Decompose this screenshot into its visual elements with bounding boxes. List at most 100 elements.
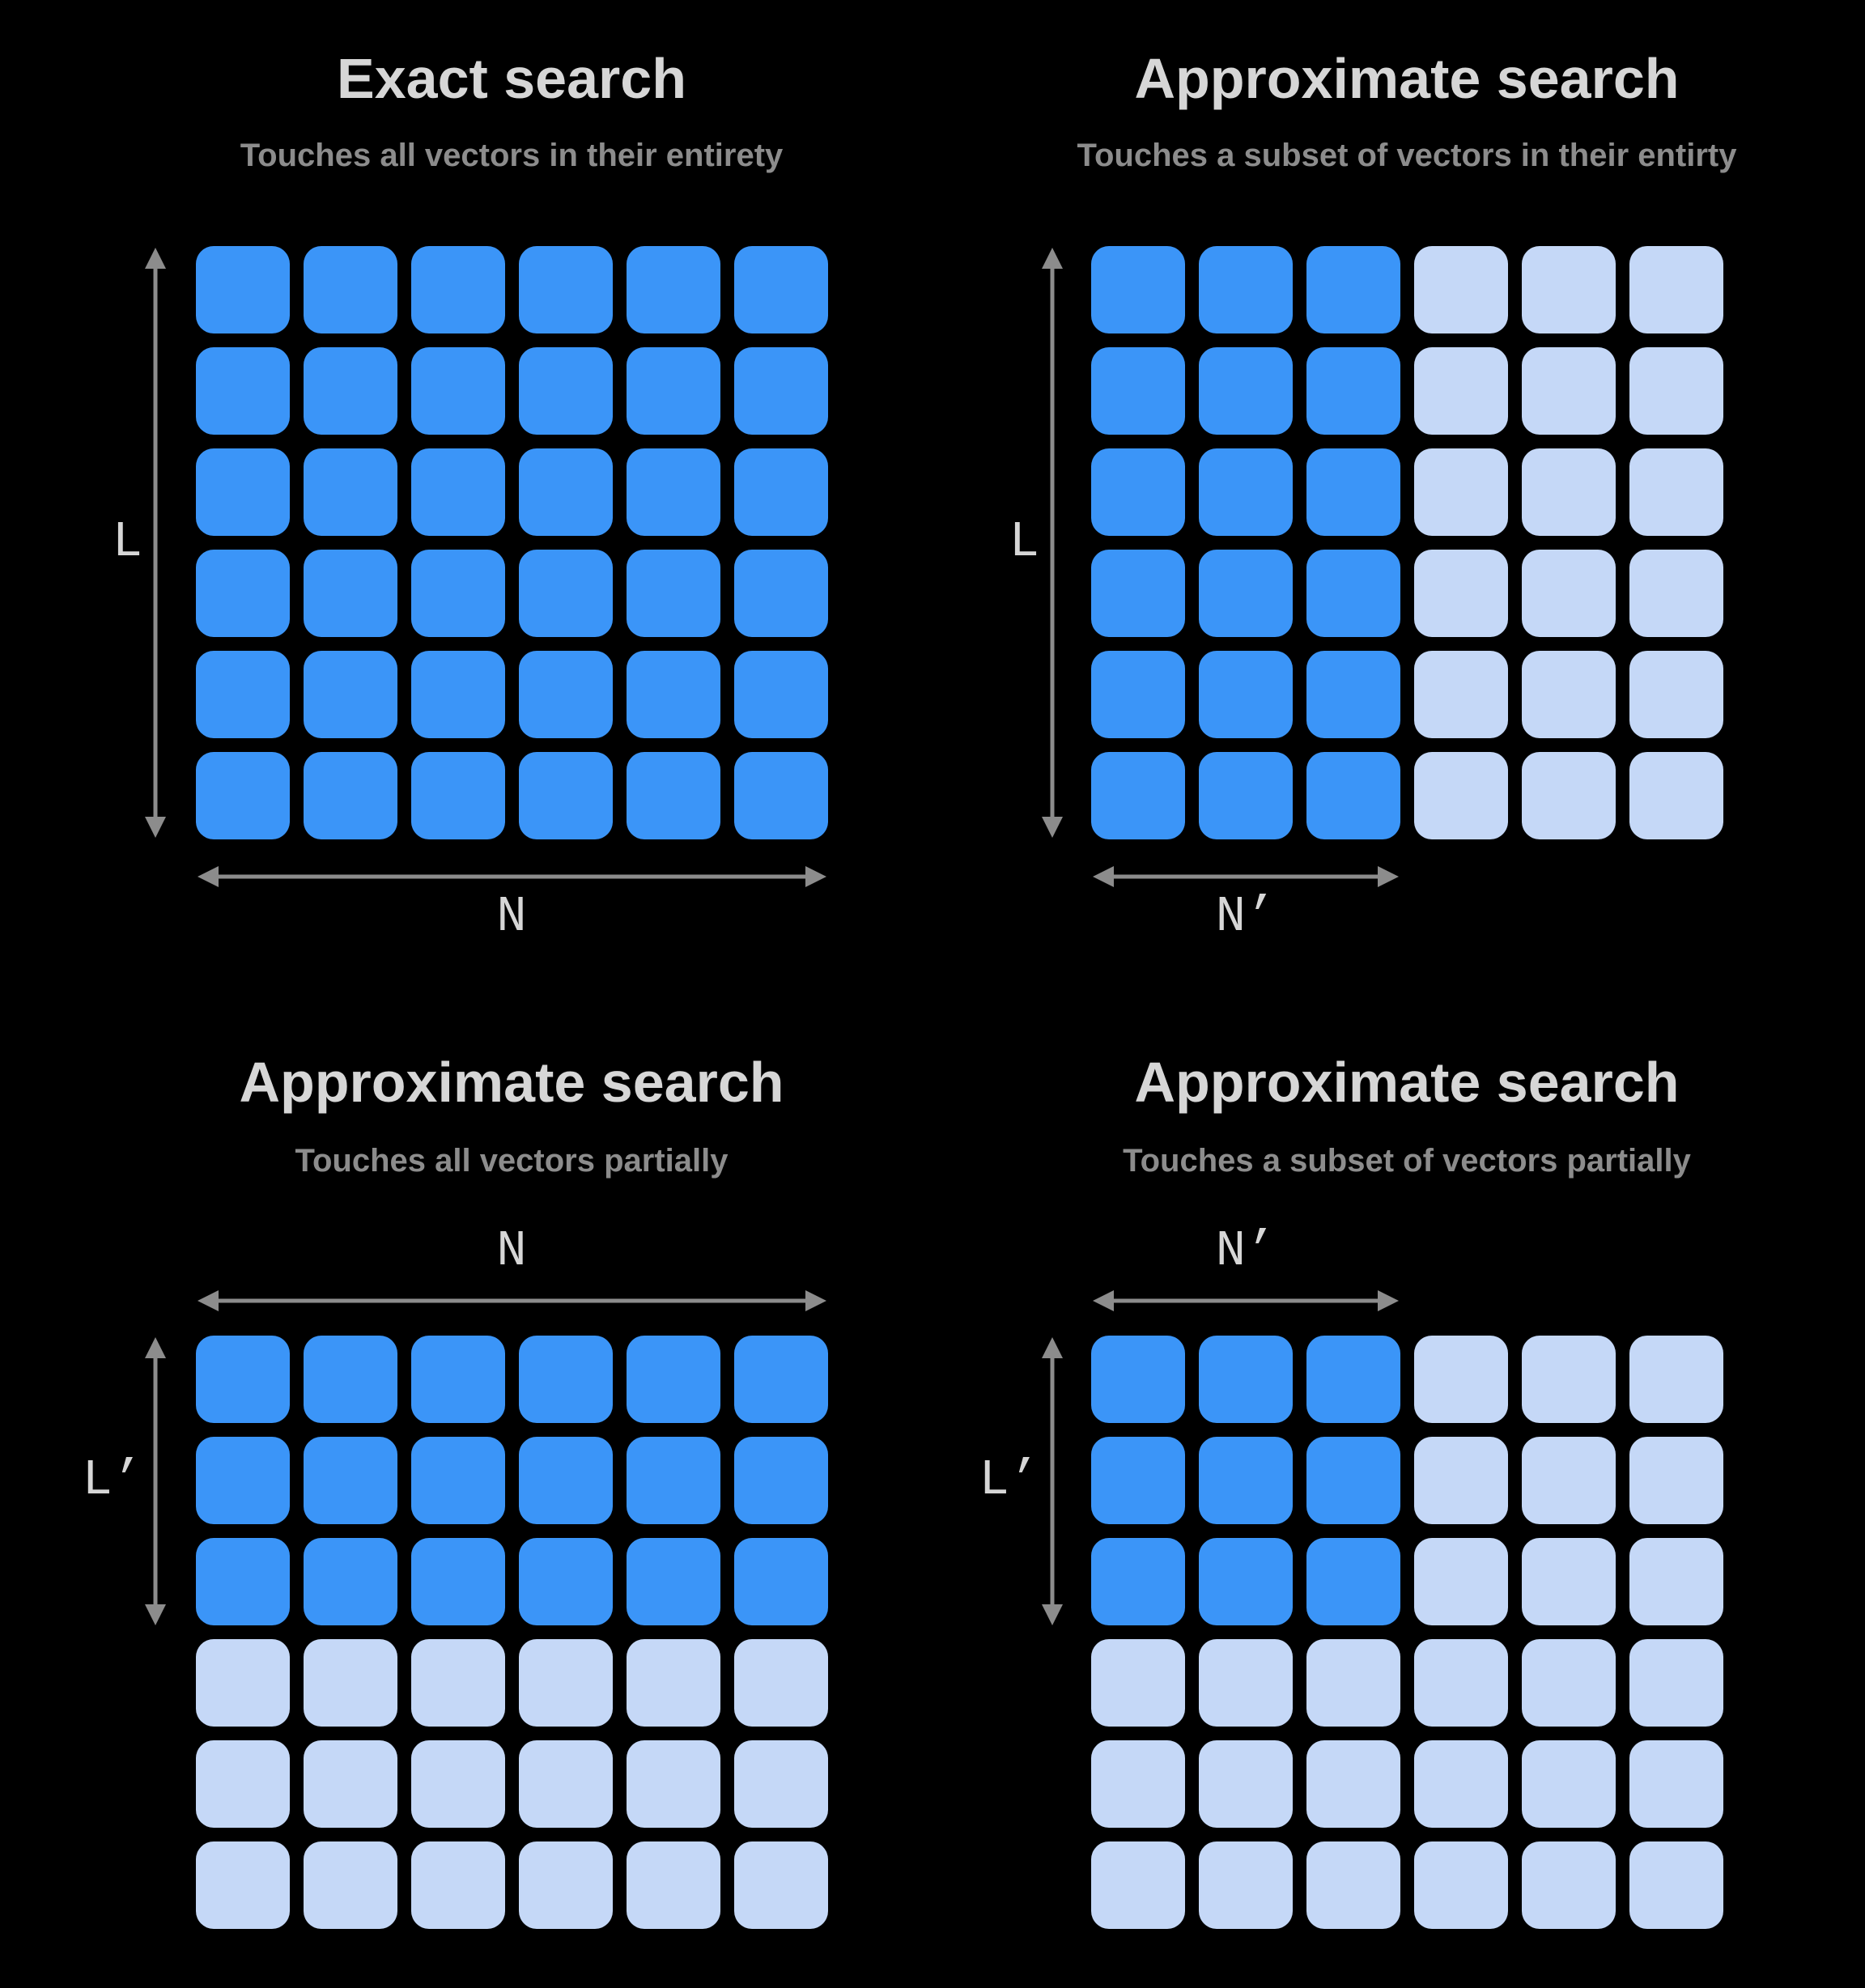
vector-cell-touched — [519, 651, 613, 738]
horizontal-axis-label: N’ — [1215, 1222, 1277, 1280]
vector-cell-touched — [1306, 550, 1400, 637]
vector-cell-touched — [627, 448, 720, 536]
vector-cell-untouched — [1522, 246, 1616, 333]
vector-cell-untouched — [1091, 1841, 1185, 1929]
vector-cell-touched — [1091, 651, 1185, 738]
vector-cell-touched — [1091, 752, 1185, 839]
vector-cell-untouched — [1522, 347, 1616, 435]
vector-cell-touched — [304, 347, 397, 435]
vector-cell-untouched — [411, 1639, 505, 1727]
vector-cell-untouched — [1306, 1639, 1400, 1727]
vector-cell-touched — [519, 347, 613, 435]
vector-cell-untouched — [1629, 550, 1723, 637]
vector-cell-touched — [519, 1437, 613, 1524]
vector-cell-untouched — [1629, 1841, 1723, 1929]
horizontal-axis-label: N — [496, 1222, 527, 1280]
vector-cell-touched — [196, 448, 290, 536]
vertical-axis-label: L’ — [82, 1451, 142, 1509]
vector-cell-touched — [627, 1437, 720, 1524]
vector-cell-untouched — [1522, 1538, 1616, 1625]
vector-cell-untouched — [196, 1841, 290, 1929]
vector-cell-untouched — [1414, 448, 1508, 536]
vector-cell-touched — [411, 246, 505, 333]
vector-cell-untouched — [1414, 752, 1508, 839]
vector-cell-touched — [411, 448, 505, 536]
vector-cell-untouched — [1414, 1538, 1508, 1625]
vector-cell-touched — [304, 246, 397, 333]
panel-subtitle: Touches a subset of vectors in their ent… — [1077, 138, 1737, 173]
vector-cell-untouched — [1629, 246, 1723, 333]
vector-cell-touched — [1199, 1538, 1293, 1625]
vertical-dimension-arrow-icon — [1042, 1337, 1063, 1625]
horizontal-dimension-arrow-icon — [198, 1290, 826, 1311]
vector-matrix — [1091, 1336, 1723, 1929]
horizontal-axis-label: N — [496, 888, 527, 945]
vector-cell-untouched — [1629, 347, 1723, 435]
vector-cell-touched — [304, 1538, 397, 1625]
vector-cell-untouched — [1522, 448, 1616, 536]
vector-cell-touched — [1091, 1437, 1185, 1524]
vector-cell-touched — [1199, 1336, 1293, 1423]
vector-cell-touched — [1306, 651, 1400, 738]
horizontal-dimension-arrow-icon — [198, 866, 826, 887]
vector-cell-touched — [519, 550, 613, 637]
vector-cell-touched — [627, 347, 720, 435]
vector-cell-untouched — [411, 1740, 505, 1828]
vector-cell-touched — [1091, 1336, 1185, 1423]
vector-cell-untouched — [1522, 1841, 1616, 1929]
vector-cell-touched — [1091, 550, 1185, 637]
vector-cell-touched — [734, 347, 828, 435]
vector-cell-touched — [627, 651, 720, 738]
vector-matrix — [196, 246, 828, 839]
vertical-dimension-arrow-icon — [1042, 248, 1063, 838]
vector-cell-touched — [1306, 246, 1400, 333]
vector-cell-untouched — [1629, 1639, 1723, 1727]
vector-cell-untouched — [1629, 752, 1723, 839]
vector-cell-touched — [627, 1538, 720, 1625]
vector-cell-touched — [411, 752, 505, 839]
panel-title: Exact search — [337, 47, 686, 110]
vector-cell-untouched — [1522, 752, 1616, 839]
vector-cell-touched — [734, 246, 828, 333]
vector-cell-untouched — [519, 1639, 613, 1727]
vector-cell-untouched — [1414, 1740, 1508, 1828]
panel-subtitle: Touches a subset of vectors partially — [1123, 1143, 1691, 1179]
vector-cell-untouched — [1091, 1740, 1185, 1828]
vector-cell-touched — [519, 1538, 613, 1625]
vector-cell-touched — [1199, 246, 1293, 333]
vector-cell-touched — [734, 550, 828, 637]
vector-cell-touched — [627, 550, 720, 637]
horizontal-dimension-arrow-icon — [1093, 866, 1399, 887]
vector-cell-untouched — [304, 1740, 397, 1828]
vector-cell-untouched — [1091, 1639, 1185, 1727]
vector-cell-touched — [1091, 448, 1185, 536]
vector-cell-untouched — [1306, 1740, 1400, 1828]
vector-cell-untouched — [1414, 550, 1508, 637]
horizontal-axis-label: N’ — [1215, 888, 1277, 945]
vector-cell-touched — [627, 1336, 720, 1423]
vector-cell-untouched — [1629, 1336, 1723, 1423]
vector-cell-touched — [196, 1538, 290, 1625]
vector-cell-touched — [1199, 752, 1293, 839]
vector-cell-touched — [196, 1437, 290, 1524]
vector-cell-touched — [304, 550, 397, 637]
vector-cell-untouched — [1414, 246, 1508, 333]
vector-cell-touched — [734, 1437, 828, 1524]
vector-cell-untouched — [1414, 347, 1508, 435]
vector-cell-touched — [411, 651, 505, 738]
vector-cell-touched — [734, 1336, 828, 1423]
vector-cell-touched — [1199, 550, 1293, 637]
vector-matrix — [1091, 246, 1723, 839]
vector-cell-untouched — [734, 1740, 828, 1828]
vertical-axis-label: L — [112, 513, 142, 571]
vector-cell-touched — [1091, 347, 1185, 435]
vector-cell-touched — [1306, 1336, 1400, 1423]
vertical-axis-label: L’ — [979, 1451, 1039, 1509]
vector-cell-touched — [304, 752, 397, 839]
vector-cell-touched — [1199, 1437, 1293, 1524]
vector-cell-untouched — [1629, 1538, 1723, 1625]
vector-cell-untouched — [1306, 1841, 1400, 1929]
vector-cell-untouched — [411, 1841, 505, 1929]
vector-cell-touched — [1199, 347, 1293, 435]
